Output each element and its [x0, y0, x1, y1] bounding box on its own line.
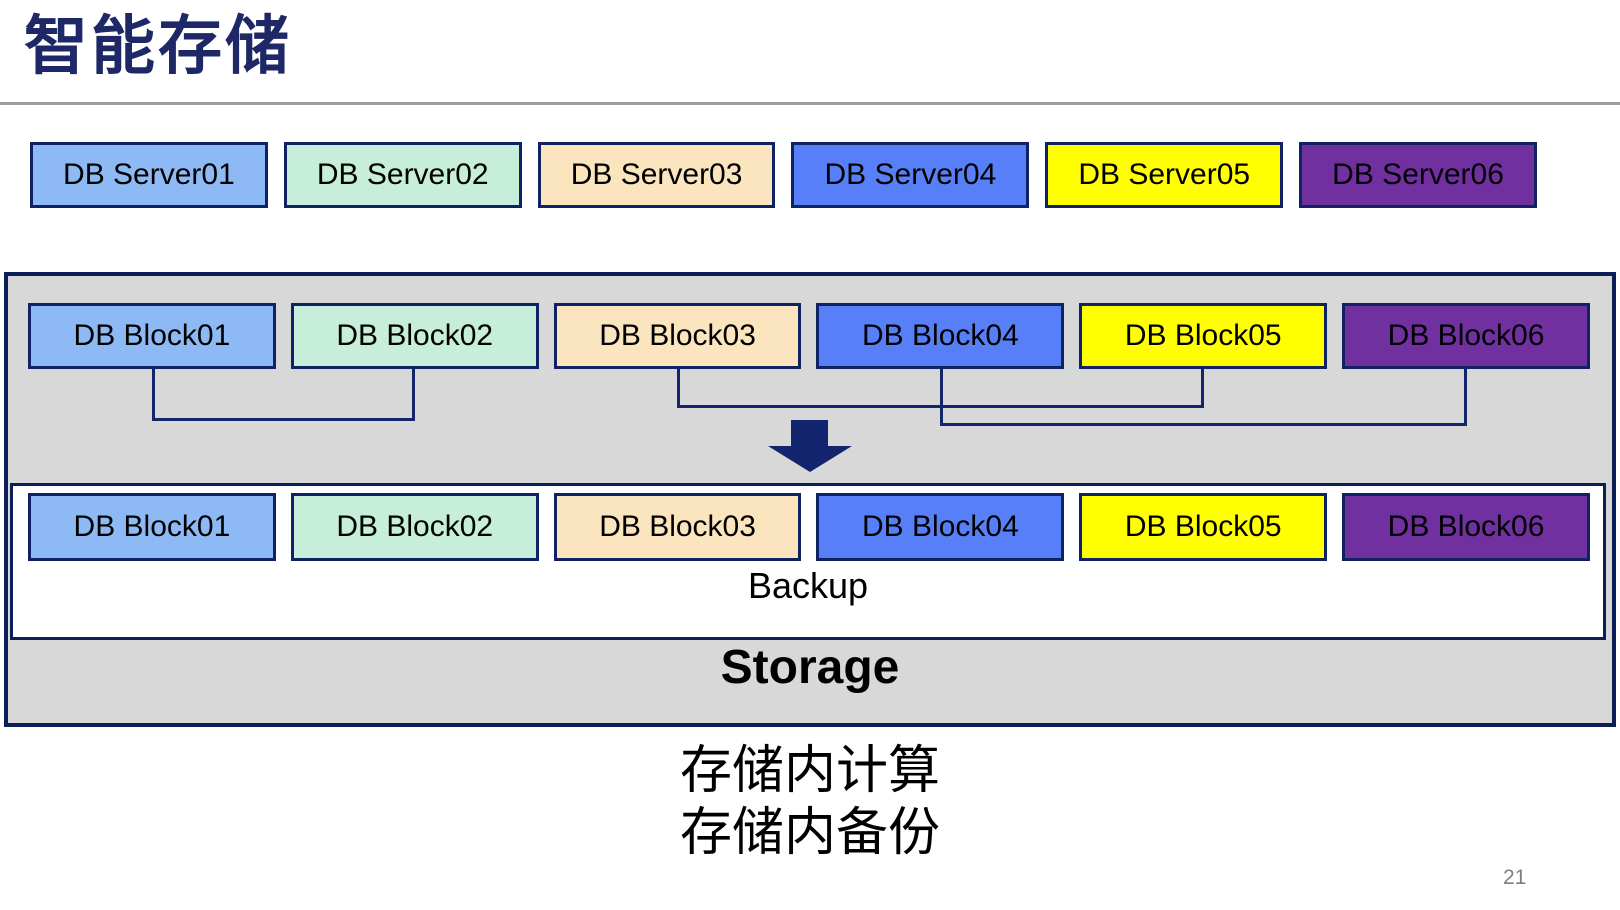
backup-label: Backup [747, 565, 869, 606]
db-server-box-4: DB Server04 [791, 142, 1030, 208]
down-arrow-icon [791, 420, 828, 447]
db-server-box-6: DB Server06 [1299, 142, 1537, 208]
db-block-top-5: DB Block05 [1079, 303, 1328, 369]
db-block-top-2: DB Block02 [290, 303, 539, 369]
db-block-top-1: DB Block01 [28, 303, 276, 369]
db-block-backup-3: DB Block03 [553, 493, 802, 561]
db-block-top-6: DB Block06 [1342, 303, 1590, 369]
db-block-backup-1: DB Block01 [28, 493, 276, 561]
db-block-backup-2: DB Block02 [290, 493, 539, 561]
caption-text: 存储内计算 存储内备份 [410, 740, 1210, 864]
db-server-box-3: DB Server03 [537, 142, 776, 208]
db-server-box-2: DB Server02 [283, 142, 522, 208]
db-block-top-4: DB Block04 [816, 303, 1065, 369]
db-block-backup-4: DB Block04 [816, 493, 1065, 561]
title-divider [0, 102, 1620, 105]
db-block-row-backup: DB Block01 DB Block02 DB Block03 DB Bloc… [28, 493, 1590, 561]
down-arrow-head-icon [768, 446, 852, 472]
storage-label: Storage [720, 641, 900, 694]
caption-line-2: 存储内备份 [679, 804, 940, 862]
db-block-top-3: DB Block03 [553, 303, 802, 369]
db-block-backup-5: DB Block05 [1079, 493, 1328, 561]
page-number: 21 [1503, 866, 1527, 889]
db-server-box-5: DB Server05 [1045, 142, 1284, 208]
db-server-row: DB Server01 DB Server02 DB Server03 DB S… [30, 142, 1537, 208]
connector-block01-block02 [152, 369, 415, 421]
backup-box [10, 483, 1606, 640]
connector-block04-block06 [940, 369, 1467, 426]
page-title: 智能存储 [24, 10, 292, 82]
db-block-backup-6: DB Block06 [1342, 493, 1590, 561]
db-server-box-1: DB Server01 [30, 142, 268, 208]
db-block-row-top: DB Block01 DB Block02 DB Block03 DB Bloc… [28, 303, 1590, 369]
caption-line-1: 存储内计算 [679, 742, 940, 800]
